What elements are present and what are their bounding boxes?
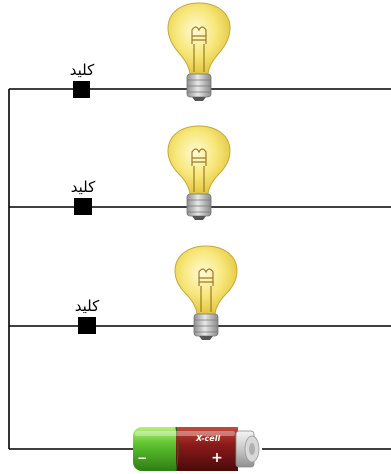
- switch-1-label: کلید: [70, 61, 95, 79]
- switch-2-label: کلید: [71, 178, 96, 196]
- battery-red-body: [176, 427, 238, 471]
- battery: X-cell + −: [133, 426, 260, 472]
- battery-minus-sign: −: [137, 451, 147, 465]
- battery-brand-label: X-cell: [195, 434, 220, 443]
- light-bulb-3: [174, 245, 238, 340]
- light-bulb-2: [167, 125, 231, 220]
- light-bulb-1: [167, 2, 231, 101]
- switch-1[interactable]: کلید: [70, 61, 95, 98]
- bulb-glass: [174, 245, 238, 315]
- switch-3[interactable]: کلید: [75, 297, 100, 334]
- bulb-filament: [191, 148, 207, 192]
- bulb-filament: [198, 268, 214, 312]
- switch-1-box[interactable]: [73, 81, 90, 98]
- bulb-glass: [167, 125, 231, 195]
- switch-2[interactable]: کلید: [71, 178, 96, 215]
- switch-3-box[interactable]: [78, 317, 96, 334]
- battery-plus-sign: +: [211, 450, 223, 466]
- bulb-base: [186, 193, 212, 217]
- switch-2-box[interactable]: [74, 198, 92, 215]
- bulb-filament: [191, 26, 207, 72]
- bulb-base: [186, 73, 212, 98]
- battery-green-body: [133, 427, 185, 471]
- bulb-glass: [167, 2, 231, 75]
- switch-3-label: کلید: [75, 297, 100, 315]
- bulb-base: [193, 313, 219, 337]
